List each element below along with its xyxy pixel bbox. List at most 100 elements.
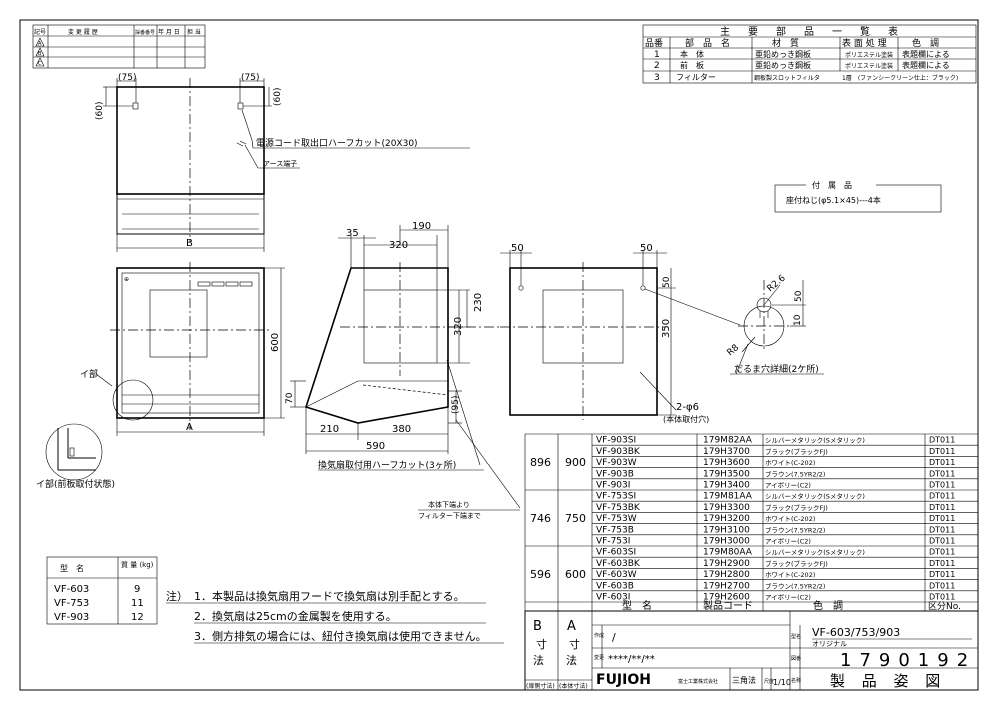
model-row-code: 179H3500 [703, 469, 750, 479]
filter-note-1: 本体下端より [428, 500, 470, 509]
model-row-code: 179H2900 [703, 559, 750, 569]
front-dim-600: 600 [270, 333, 281, 352]
model-row-color: シルバーメタリック(Sメタリック) [765, 436, 865, 445]
notes: 注） 1．本製品は換気扇用フードで換気扇は別手配とする。 2．換気扇は25cmの… [166, 589, 504, 644]
side-dim-35: 35 [346, 228, 359, 239]
name-label: 名称 [791, 677, 801, 684]
part-2-color: 表題欄による [902, 60, 950, 70]
parts-header-finish: 表 面 処 理 [842, 37, 887, 49]
mass-model-903: VF-903 [54, 612, 89, 623]
filter-note-2: フィルター下端まで [418, 511, 481, 520]
a-dimension-value: 900 [565, 456, 586, 469]
part-1-material: 亜鉛めっき鋼板 [755, 49, 811, 59]
b-dim-label: B [533, 619, 542, 634]
model-row-name: VF-753W [596, 514, 637, 524]
b-dim-note: (扉側寸法) [526, 682, 555, 690]
footer-division-header: 区分No. [928, 601, 961, 612]
model-row-division: DT011 [929, 570, 955, 579]
model-row-name: VF-903BK [596, 447, 641, 457]
model-row-name: VF-753BK [596, 503, 641, 513]
detail-i-label: イ部 [80, 368, 98, 380]
top-dim-75-right: (75) [241, 73, 259, 83]
rev-symbol-c: C [38, 61, 42, 67]
model-label: 型名 [791, 633, 801, 640]
rev-symbol-b: B [38, 51, 42, 57]
rev-symbol-a: A [38, 41, 42, 47]
rev-header-person: 担 当 [187, 28, 201, 36]
model-row-color: ホワイト(C-202) [765, 515, 815, 523]
model-row-code: 179H2800 [703, 570, 750, 580]
model-row-color: ブラウン(7.5YR2/2) [765, 469, 825, 478]
changed-value: ****/**/** [608, 654, 655, 665]
parts-table: 主 要 部 品 一 覧 表 品番 部 品 名 材 質 表 面 処 理 色 調 1… [642, 24, 977, 84]
model-row-division: DT011 [929, 469, 955, 478]
earth-terminal-note: アース端子 [263, 159, 297, 168]
model-row-name: VF-603I [596, 593, 630, 603]
drawing-border [19, 19, 979, 691]
accessories-title: 付 属 品 [812, 180, 852, 190]
company-name: 富士工業株式会社 [678, 678, 718, 685]
model-row-color: ブラウン(7.5YR2/2) [765, 525, 825, 534]
model-row-name: VF-753I [596, 537, 630, 547]
svg-text:⊕: ⊕ [124, 276, 129, 283]
part-1-name: 本 体 [680, 49, 704, 59]
model-row-code: 179M80AA [703, 548, 753, 558]
back-dim-50-left: 50 [511, 243, 524, 254]
accessories-box: 付 属 品 座付ねじ(φ5.1×45)---4本 [774, 180, 942, 213]
scale-label: 尺度 [764, 678, 774, 685]
mounting-hole-note-2: (本体取付穴) [663, 414, 709, 424]
top-dim-60-right: (60) [273, 88, 283, 106]
made-label: 作成 [594, 632, 604, 639]
mass-model-603: VF-603 [54, 584, 89, 595]
detail-i-enlarged: イ部(前板取付状態) [36, 423, 115, 490]
model-sub: オリジナル [812, 640, 847, 648]
model-row-division: DT011 [929, 503, 955, 512]
model-row-color: ブラウン(7.5YR2/2) [765, 581, 825, 590]
part-1-no: 1 [654, 50, 660, 60]
rev-header-number: 採番番号 [135, 29, 155, 36]
model-row-division: DT011 [929, 548, 955, 557]
model-row-color: ブラック(ブラックFJ) [765, 559, 828, 568]
top-view: (75) (75) (60) (60) B 電源コード取出口ハーフカット(20X… [95, 73, 470, 252]
b-dim-sub2: 法 [533, 653, 544, 667]
parts-header-no: 品番 [645, 37, 663, 49]
model-row-code: 179H3400 [703, 481, 750, 491]
side-dim-320-top: 320 [389, 240, 408, 251]
mass-value-903: 12 [131, 612, 144, 623]
mass-header-mass: 質 量 (kg) [121, 560, 154, 569]
mounting-hole-note: 2-φ6 [676, 402, 699, 413]
model-row-name: VF-603BK [596, 559, 641, 569]
side-dim-320-right: 320 [453, 317, 464, 336]
side-dim-190: 190 [412, 221, 431, 232]
a-dim-sub2: 法 [566, 653, 577, 667]
model-row-color: ホワイト(C-202) [765, 571, 815, 579]
back-dim-50-right: 50 [640, 243, 653, 254]
side-dim-230: 230 [473, 293, 484, 312]
model-row-name: VF-903W [596, 458, 637, 468]
a-dim-note: (本体寸法) [559, 682, 588, 690]
side-dim-380: 380 [392, 424, 411, 435]
keyhole-dim-r8: R8 [726, 343, 742, 359]
model-row-division: DT011 [929, 481, 955, 490]
model-row-division: DT011 [929, 537, 955, 546]
model-row-division: DT011 [929, 436, 955, 445]
part-1-color: 表題欄による [902, 49, 950, 59]
drawing-no-label: 図番 [791, 655, 801, 662]
projection-method: 三角法 [732, 675, 756, 685]
footer-color-header: 色 調 [813, 599, 843, 612]
model-row-name: VF-753SI [596, 492, 636, 502]
model-row-color: ホワイト(C-202) [765, 459, 815, 467]
model-row-division: DT011 [929, 581, 955, 590]
note-3: 3．側方排気の場合には、紐付き換気扇は使用できません。 [194, 629, 487, 643]
halfcut-note: 換気扇取付用ハーフカット(3ヶ所) [318, 459, 456, 471]
side-dim-70: 70 [285, 392, 295, 404]
model-row-color: ブラック(ブラックFJ) [765, 447, 828, 456]
part-3-material: 鋼板製スロットフィルタ [754, 74, 820, 82]
title-block: B 寸 法 (扉側寸法) A 寸 法 (本体寸法) 作成 / 変更 ****/*… [524, 610, 979, 691]
part-3-finish: 1層 (ファンシークリーン仕上：ブラック) [842, 74, 958, 82]
model-row-color: アイボリー(C2) [765, 538, 811, 546]
part-3-name: フィルター [676, 73, 716, 82]
model-row-division: DT011 [929, 514, 955, 523]
